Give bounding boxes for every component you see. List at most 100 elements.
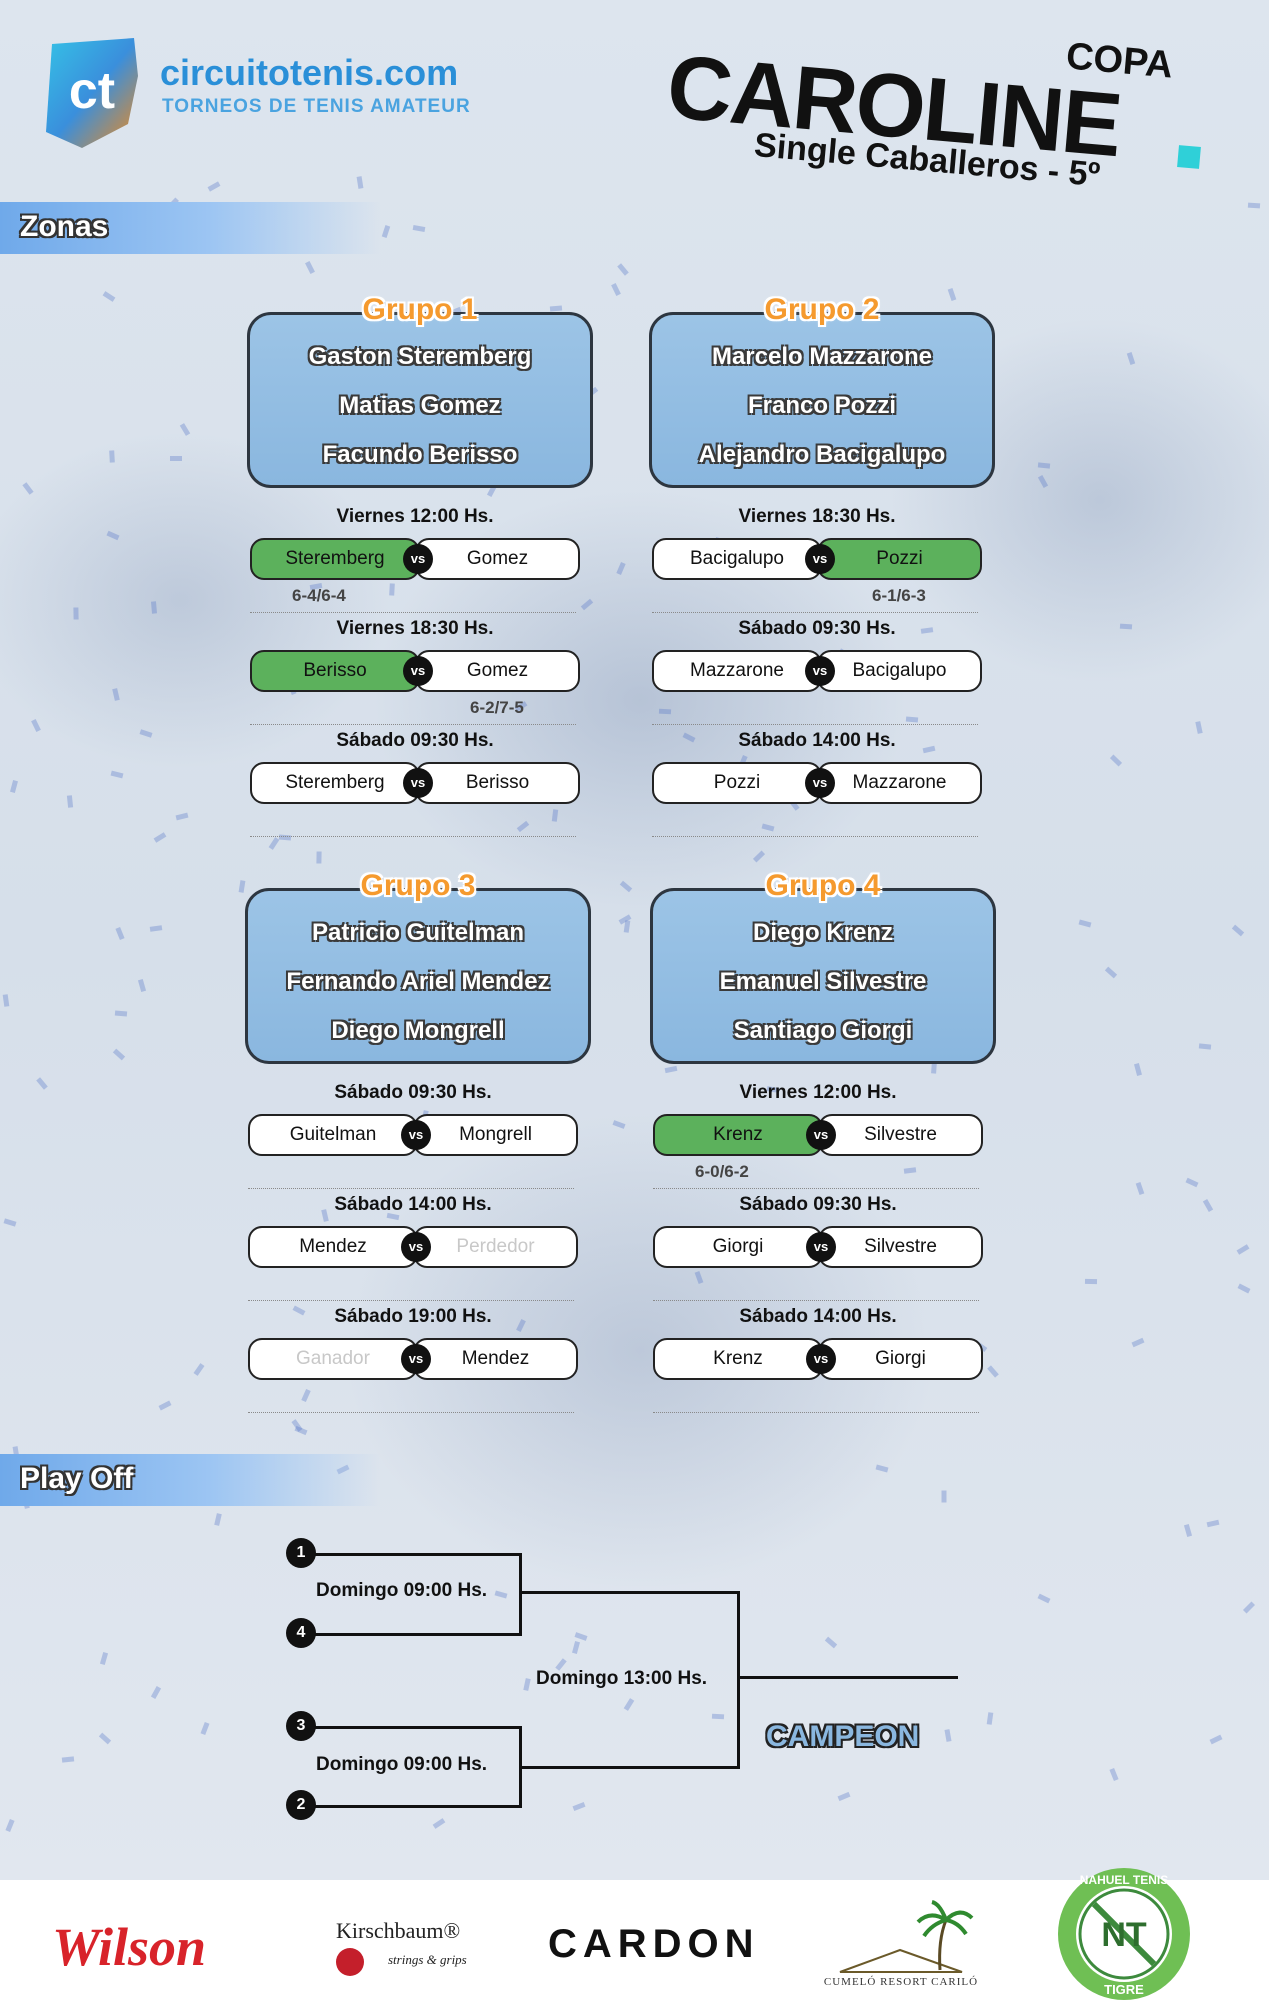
group-player: Emanuel Silvestre	[719, 968, 927, 995]
seed-4: 4	[286, 1618, 316, 1648]
title-accent-dot	[1177, 145, 1201, 169]
vs-badge: vs	[805, 656, 835, 686]
confetti-piece	[941, 1490, 947, 1503]
confetti-piece	[1119, 623, 1133, 630]
vs-badge: vs	[806, 1120, 836, 1150]
match-player-left: Ganador	[248, 1338, 418, 1380]
zonas-section-bar: Zonas	[0, 202, 380, 254]
vs-badge: vs	[806, 1344, 836, 1374]
match-player-left: Berisso	[250, 650, 420, 692]
match-player-right: Mazzarone	[817, 762, 982, 804]
svg-text:TIGRE: TIGRE	[1104, 1982, 1144, 1997]
match-time: Sábado 09:30 Hs.	[739, 1194, 897, 1215]
bracket-line	[520, 1766, 740, 1769]
match-score: 6-1/6-3	[872, 586, 926, 605]
svg-text:ct: ct	[69, 62, 115, 120]
confetti-piece	[73, 607, 79, 620]
match-score: 6-0/6-2	[695, 1162, 749, 1181]
group-player: Gaston Steremberg	[308, 343, 532, 370]
group-player: Matias Gomez	[339, 392, 501, 419]
cardon-logo: CARDON	[548, 1922, 760, 1966]
group-title: Grupo 4	[765, 869, 881, 902]
match-player-right: Gomez	[415, 650, 580, 692]
match-separator	[248, 1412, 574, 1413]
match-time: Sábado 14:00 Hs.	[334, 1194, 492, 1215]
bracket-line	[300, 1553, 522, 1556]
match-player-left: Steremberg	[250, 762, 420, 804]
confetti-piece	[109, 450, 115, 463]
match-separator	[250, 724, 576, 725]
match-time: Sábado 14:00 Hs.	[739, 1306, 897, 1327]
bracket-line	[738, 1676, 958, 1679]
match-score: 6-2/7-5	[470, 698, 524, 717]
match-separator	[653, 1188, 979, 1189]
match-player-left: Pozzi	[652, 762, 822, 804]
match-time: Sábado 09:30 Hs.	[334, 1082, 492, 1103]
vs-badge: vs	[401, 1120, 431, 1150]
confetti-piece	[905, 716, 919, 723]
vs-badge: vs	[401, 1344, 431, 1374]
final-time: Domingo 13:00 Hs.	[536, 1668, 708, 1689]
confetti-piece	[1084, 1278, 1098, 1285]
confetti-piece	[316, 851, 322, 864]
sponsors-bar	[0, 1880, 1269, 2007]
bracket-line	[300, 1726, 522, 1729]
group-player: Alejandro Bacigalupo	[698, 441, 946, 468]
svg-text:NAHUEL TENIS: NAHUEL TENIS	[1080, 1873, 1168, 1887]
group-title: Grupo 1	[362, 293, 478, 326]
match-player-left: Mazzarone	[652, 650, 822, 692]
match-player-right: Pozzi	[817, 538, 982, 580]
champion-label: CAMPEON	[766, 1720, 920, 1753]
match-separator	[652, 836, 978, 837]
match-separator	[652, 724, 978, 725]
group-player: Facundo Berisso	[322, 441, 518, 468]
match-separator	[653, 1300, 979, 1301]
match-player-left: Guitelman	[248, 1114, 418, 1156]
seed-2: 2	[286, 1790, 316, 1820]
vs-badge: vs	[805, 768, 835, 798]
group-player: Franco Pozzi	[747, 392, 897, 419]
copa-label: COPA	[1064, 35, 1175, 87]
nahuel-tenis-logo-icon: NT NAHUEL TENIS TIGRE	[1058, 1868, 1190, 2000]
match-time: Sábado 09:30 Hs.	[336, 730, 494, 751]
vs-badge: vs	[806, 1232, 836, 1262]
bracket-line	[520, 1591, 740, 1594]
playoff-title: Play Off	[20, 1462, 134, 1495]
match-player-right: Silvestre	[818, 1114, 983, 1156]
cumelo-palm-icon	[839, 1900, 974, 1973]
match-separator	[652, 612, 978, 613]
match-player-left: Krenz	[653, 1338, 823, 1380]
match-player-right: Berisso	[415, 762, 580, 804]
group-player: Diego Mongrell	[331, 1017, 505, 1044]
confetti-piece	[170, 456, 182, 461]
match-separator	[248, 1188, 574, 1189]
match-player-right: Perdedor	[413, 1226, 578, 1268]
vs-badge: vs	[403, 656, 433, 686]
match-player-right: Gomez	[415, 538, 580, 580]
match-player-right: Bacigalupo	[817, 650, 982, 692]
match-time: Viernes 18:30 Hs.	[336, 618, 494, 639]
group-player: Diego Krenz	[752, 919, 893, 946]
match-time: Sábado 19:00 Hs.	[334, 1306, 492, 1327]
seed-1: 1	[286, 1538, 316, 1568]
group-player: Fernando Ariel Mendez	[286, 968, 550, 995]
circuitotenis-logo-icon: ct	[46, 38, 138, 148]
confetti-piece	[150, 601, 158, 614]
vs-badge: vs	[403, 768, 433, 798]
seed-3: 3	[286, 1711, 316, 1741]
match-player-right: Silvestre	[818, 1226, 983, 1268]
match-player-left: Mendez	[248, 1226, 418, 1268]
site-tagline: TORNEOS DE TENIS AMATEUR	[162, 96, 471, 117]
match-separator	[250, 612, 576, 613]
confetti-piece	[711, 1713, 725, 1720]
semifinal-1-time: Domingo 09:00 Hs.	[316, 1580, 488, 1601]
confetti-piece	[389, 583, 395, 596]
group-player: Marcelo Mazzarone	[711, 343, 933, 370]
zonas-title: Zonas	[20, 210, 109, 243]
bracket-line	[737, 1591, 740, 1769]
confetti-piece	[114, 1010, 128, 1017]
match-time: Sábado 09:30 Hs.	[738, 618, 896, 639]
